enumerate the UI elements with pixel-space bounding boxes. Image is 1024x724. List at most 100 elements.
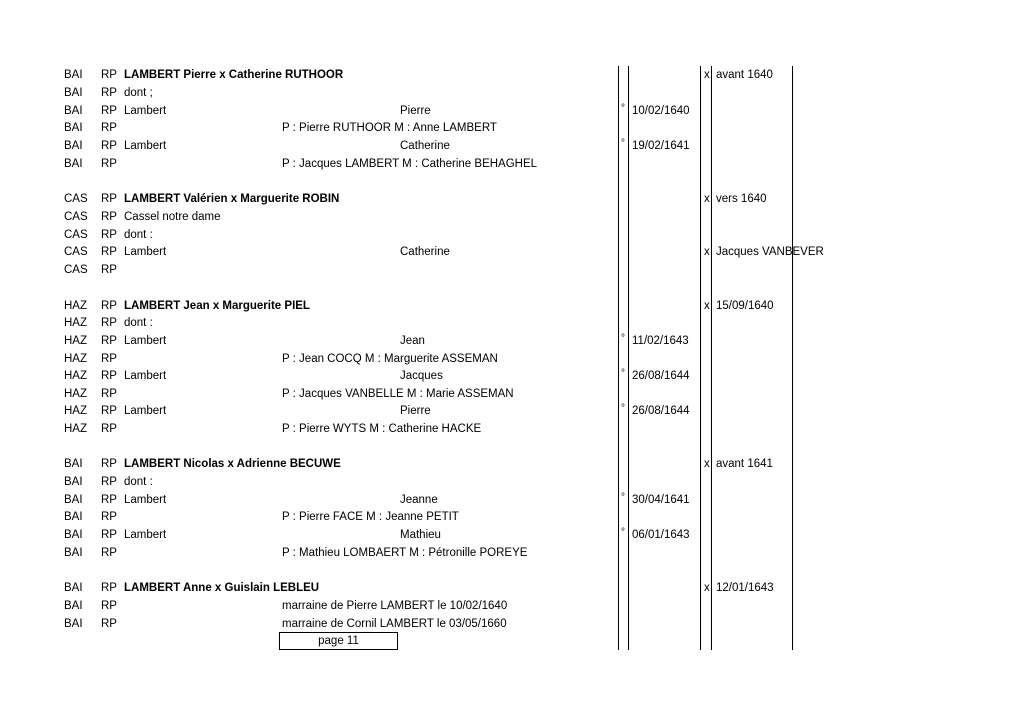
column-divider bbox=[618, 66, 619, 650]
register-cell: RP bbox=[101, 69, 117, 81]
name-cell: dont : bbox=[124, 229, 153, 241]
name-cell: dont : bbox=[124, 476, 153, 488]
code-cell: BAI bbox=[64, 140, 83, 152]
name-cell: LAMBERT Jean x Marguerite PIEL bbox=[124, 300, 310, 312]
code-cell: HAZ bbox=[64, 300, 87, 312]
register-cell: RP bbox=[101, 335, 117, 347]
code-cell: HAZ bbox=[64, 317, 87, 329]
marriage-mark: x bbox=[704, 193, 710, 205]
birth-mark: ° bbox=[621, 368, 625, 379]
first-name-cell: Jeanne bbox=[400, 494, 438, 506]
page-number-box: page 11 bbox=[279, 632, 398, 650]
birth-date-cell: 11/02/1643 bbox=[632, 335, 689, 347]
name-cell: LAMBERT Valérien x Marguerite ROBIN bbox=[124, 193, 340, 205]
register-cell: RP bbox=[101, 370, 117, 382]
register-cell: RP bbox=[101, 229, 117, 241]
first-name-cell: Pierre bbox=[400, 105, 431, 117]
godparents-cell: P : Pierre WYTS M : Catherine HACKE bbox=[282, 423, 482, 435]
table-row: CAS RP dont : bbox=[0, 226, 1024, 244]
name-cell: Lambert bbox=[124, 140, 167, 152]
table-row: CAS RP bbox=[0, 261, 1024, 279]
birth-mark: ° bbox=[621, 527, 625, 538]
register-cell: RP bbox=[101, 494, 117, 506]
godparents-cell: P : Jacques LAMBERT M : Catherine BEHAGH… bbox=[282, 158, 538, 170]
birth-mark: ° bbox=[621, 333, 625, 344]
godparents-cell: P : Jean COCQ M : Marguerite ASSEMAN bbox=[282, 353, 498, 365]
name-cell: Lambert bbox=[124, 246, 167, 258]
column-divider bbox=[792, 66, 793, 650]
register-cell: RP bbox=[101, 264, 117, 276]
name-cell: Lambert bbox=[124, 335, 167, 347]
godparents-cell: P : Pierre FACE M : Jeanne PETIT bbox=[282, 511, 459, 523]
code-cell: BAI bbox=[64, 458, 83, 470]
godparents-cell: P : Mathieu LOMBAERT M : Pétronille PORE… bbox=[282, 547, 528, 559]
code-cell: CAS bbox=[64, 264, 88, 276]
marriage-cell: 12/01/1643 bbox=[716, 582, 774, 594]
code-cell: BAI bbox=[64, 122, 83, 134]
code-cell: BAI bbox=[64, 87, 83, 99]
register-cell: RP bbox=[101, 317, 117, 329]
code-cell: BAI bbox=[64, 600, 83, 612]
register-cell: RP bbox=[101, 211, 117, 223]
code-cell: CAS bbox=[64, 229, 88, 241]
table-row: HAZ RP dont : bbox=[0, 314, 1024, 332]
birth-date-cell: 30/04/1641 bbox=[632, 494, 690, 506]
name-cell: Lambert bbox=[124, 405, 167, 417]
first-name-cell: Pierre bbox=[400, 405, 431, 417]
code-cell: BAI bbox=[64, 529, 83, 541]
marriage-cell: avant 1641 bbox=[716, 458, 773, 470]
godparents-cell: marraine de Pierre LAMBERT le 10/02/1640 bbox=[282, 600, 508, 612]
name-cell: Lambert bbox=[124, 529, 167, 541]
godparents-cell: marraine de Cornil LAMBERT le 03/05/1660 bbox=[282, 618, 507, 630]
marriage-cell: avant 1640 bbox=[716, 69, 773, 81]
code-cell: CAS bbox=[64, 246, 88, 258]
marriage-mark: x bbox=[704, 582, 710, 594]
name-cell: Lambert bbox=[124, 370, 167, 382]
birth-date-cell: 19/02/1641 bbox=[632, 140, 690, 152]
marriage-cell: Jacques VANBEVER bbox=[716, 246, 824, 258]
code-cell: BAI bbox=[64, 547, 83, 559]
name-cell: dont : bbox=[124, 317, 153, 329]
marriage-cell: vers 1640 bbox=[716, 193, 767, 205]
birth-date-cell: 10/02/1640 bbox=[632, 105, 690, 117]
column-divider bbox=[628, 66, 629, 650]
register-cell: RP bbox=[101, 547, 117, 559]
first-name-cell: Mathieu bbox=[400, 529, 441, 541]
register-cell: RP bbox=[101, 388, 117, 400]
code-cell: HAZ bbox=[64, 405, 87, 417]
birth-mark: ° bbox=[621, 103, 625, 114]
table-row: BAI RP P : Pierre RUTHOOR M : Anne LAMBERT bbox=[0, 119, 1024, 137]
name-cell: LAMBERT Nicolas x Adrienne BECUWE bbox=[124, 458, 341, 470]
register-cell: RP bbox=[101, 140, 117, 152]
code-cell: BAI bbox=[64, 511, 83, 523]
register-cell: RP bbox=[101, 582, 117, 594]
name-cell: LAMBERT Anne x Guislain LEBLEU bbox=[124, 582, 320, 594]
first-name-cell: Catherine bbox=[400, 246, 450, 258]
godparents-cell: P : Pierre RUTHOOR M : Anne LAMBERT bbox=[282, 122, 497, 134]
code-cell: BAI bbox=[64, 158, 83, 170]
register-cell: RP bbox=[101, 105, 117, 117]
birth-date-cell: 06/01/1643 bbox=[632, 529, 690, 541]
first-name-cell: Jean bbox=[400, 335, 425, 347]
register-cell: RP bbox=[101, 122, 117, 134]
code-cell: BAI bbox=[64, 69, 83, 81]
table-row: BAI RP P : Mathieu LOMBAERT M : Pétronille… bbox=[0, 544, 1024, 562]
marriage-mark: x bbox=[704, 300, 710, 312]
code-cell: HAZ bbox=[64, 353, 87, 365]
code-cell: BAI bbox=[64, 105, 83, 117]
register-cell: RP bbox=[101, 87, 117, 99]
first-name-cell: Jacques bbox=[400, 370, 443, 382]
first-name-cell: Catherine bbox=[400, 140, 450, 152]
